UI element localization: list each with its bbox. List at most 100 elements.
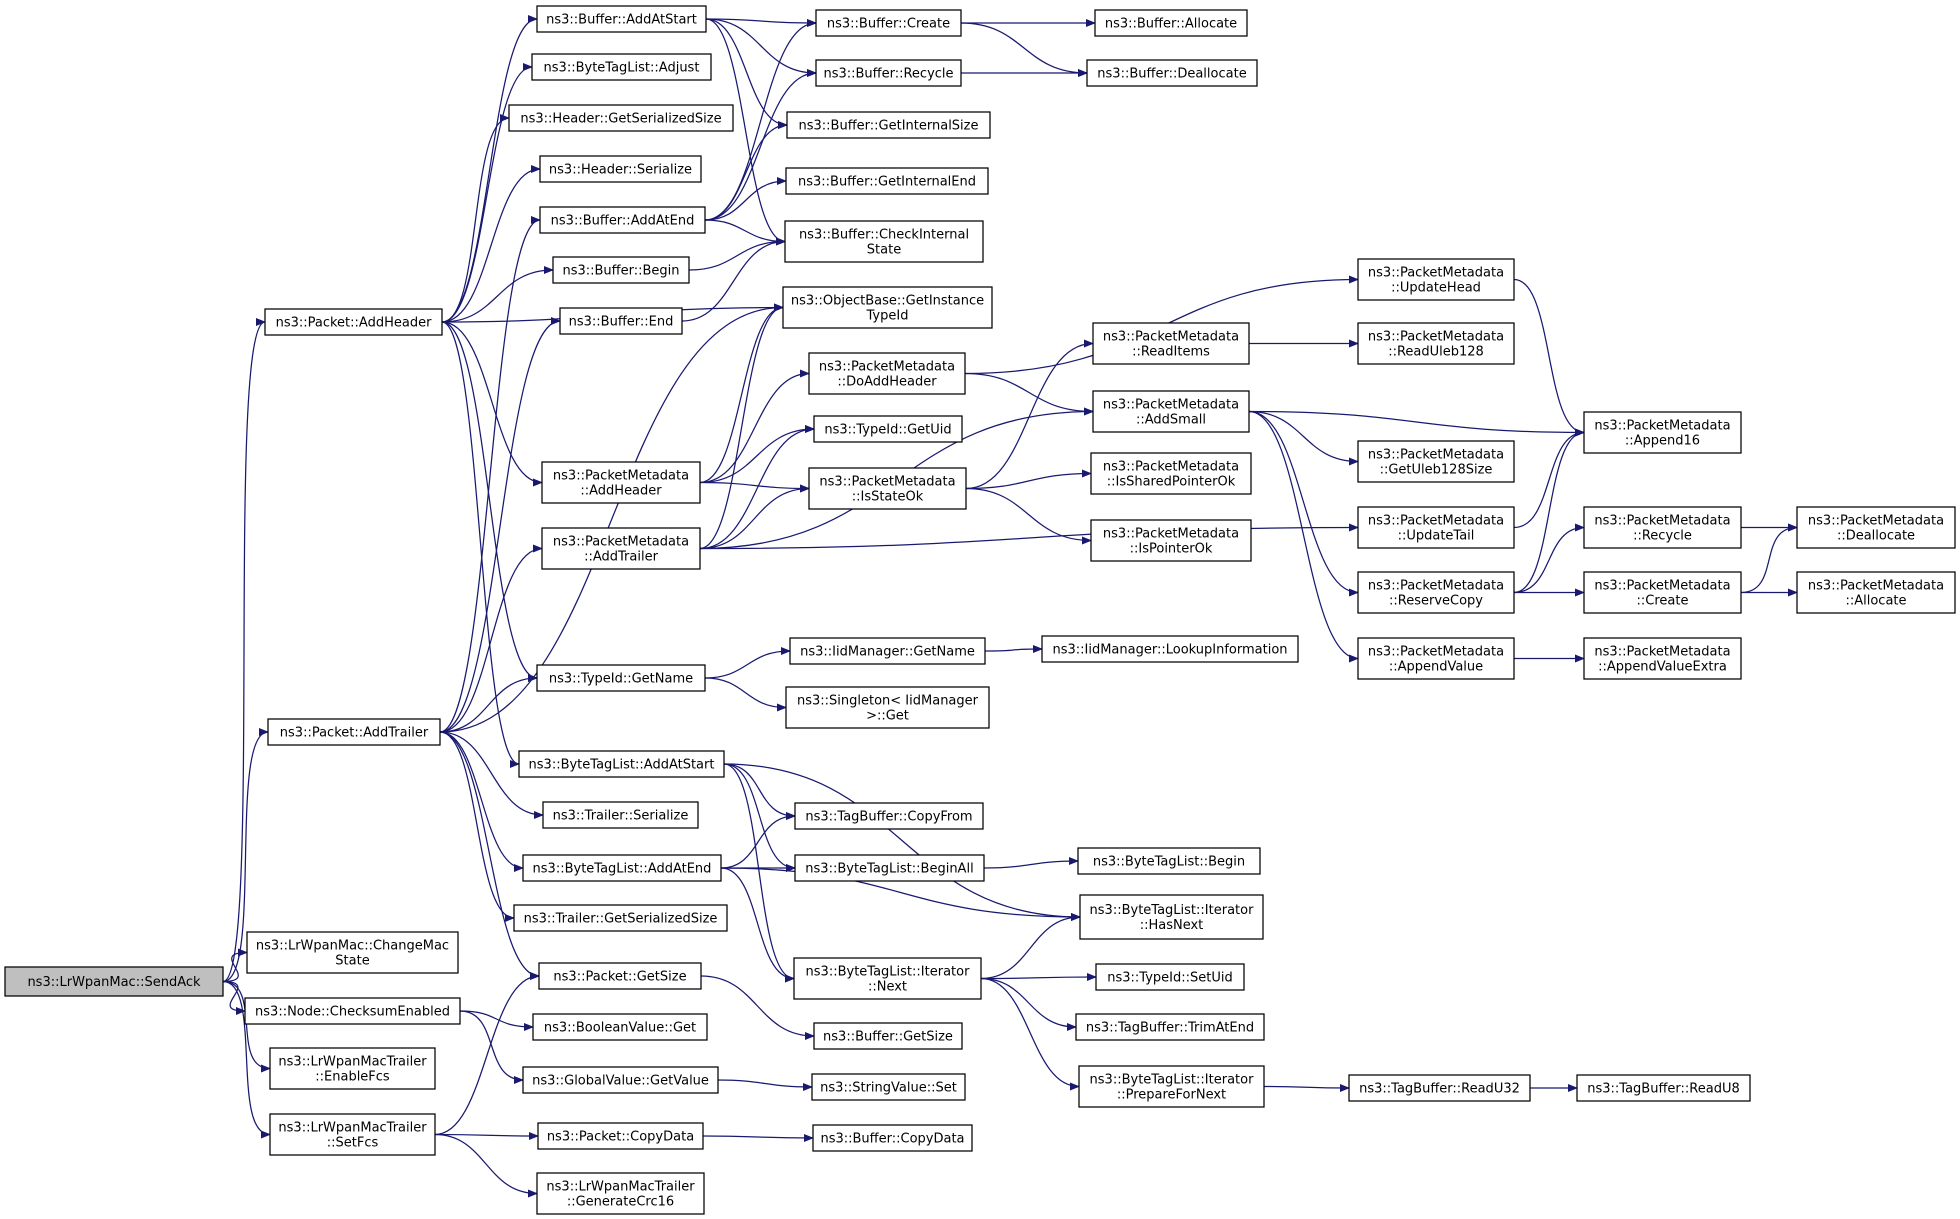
node-box	[538, 962, 702, 990]
node-label: ns3::PacketMetadata	[819, 475, 955, 490]
node-ns3-packetmetadata-addtrailer[interactable]: ns3::PacketMetadata::AddTrailer	[541, 527, 701, 570]
node-ns3-packet-getsize[interactable]: ns3::Packet::GetSize	[538, 962, 702, 990]
node-label: ns3::BooleanValue::Get	[544, 1021, 696, 1036]
node-ns3-tagbuffer-readu8[interactable]: ns3::TagBuffer::ReadU8	[1576, 1074, 1751, 1102]
node-ns3-lrwpanmactrailer-setfcs[interactable]: ns3::LrWpanMacTrailer::SetFcs	[269, 1113, 436, 1156]
edge-ns3-typeid-getname-to-ns3-singleton-iidmanager-get	[704, 677, 787, 712]
node-ns3-packetmetadata-readitems[interactable]: ns3::PacketMetadata::ReadItems	[1092, 322, 1250, 365]
edge-ns3-packetmetadata-doaddheader-to-ns3-packetmetadata-addsmall	[964, 372, 1094, 416]
node-ns3-typeid-getname[interactable]: ns3::TypeId::GetName	[536, 664, 706, 692]
node-ns3-tagbuffer-readu32[interactable]: ns3::TagBuffer::ReadU32	[1348, 1074, 1531, 1102]
node-label: ns3::Buffer::Begin	[562, 264, 679, 279]
node-ns3-packetmetadata-recycle[interactable]: ns3::PacketMetadata::Recycle	[1583, 506, 1742, 549]
node-ns3-buffer-deallocate[interactable]: ns3::Buffer::Deallocate	[1086, 59, 1258, 87]
node-ns3-packetmetadata-getuleb128size[interactable]: ns3::PacketMetadata::GetUleb128Size	[1357, 440, 1515, 483]
node-ns3-booleanvalue-get[interactable]: ns3::BooleanValue::Get	[532, 1013, 708, 1041]
node-ns3-packetmetadata-ispointerok[interactable]: ns3::PacketMetadata::IsPointerOk	[1090, 519, 1252, 562]
node-ns3-packetmetadata-addsmall[interactable]: ns3::PacketMetadata::AddSmall	[1092, 390, 1250, 433]
node-ns3-header-serialize[interactable]: ns3::Header::Serialize	[539, 155, 702, 183]
node-ns3-typeid-getuid[interactable]: ns3::TypeId::GetUid	[813, 415, 963, 443]
node-ns3-packetmetadata-allocate[interactable]: ns3::PacketMetadata::Allocate	[1796, 571, 1956, 614]
node-ns3-globalvalue-getvalue[interactable]: ns3::GlobalValue::GetValue	[522, 1066, 719, 1094]
node-label: ns3::ByteTagList::Iterator	[1090, 903, 1255, 918]
node-ns3-packetmetadata-reservecopy[interactable]: ns3::PacketMetadata::ReserveCopy	[1357, 571, 1515, 614]
edge-ns3-typeid-getname-to-ns3-iidmanager-getname	[704, 647, 791, 679]
node-box	[812, 1124, 973, 1152]
node-ns3-buffer-allocate[interactable]: ns3::Buffer::Allocate	[1094, 9, 1248, 37]
node-box	[4, 966, 224, 997]
edge-ns3-lrwpanmac-sendack-to-ns3-lrwpanmactrailer-enablefcs	[222, 980, 271, 1073]
node-ns3-bytetaglist-addatend[interactable]: ns3::ByteTagList::AddAtEnd	[522, 854, 722, 882]
node-ns3-typeid-setuid[interactable]: ns3::TypeId::SetUid	[1095, 963, 1245, 991]
node-ns3-packetmetadata-readuleb128[interactable]: ns3::PacketMetadata::ReadUleb128	[1357, 322, 1515, 365]
node-ns3-iidmanager-lookupinformation[interactable]: ns3::IidManager::LookupInformation	[1041, 635, 1299, 663]
node-box	[532, 1013, 708, 1041]
node-ns3-buffer-recycle[interactable]: ns3::Buffer::Recycle	[815, 59, 962, 87]
node-ns3-buffer-getinternalsize[interactable]: ns3::Buffer::GetInternalSize	[786, 111, 991, 139]
node-ns3-buffer-begin[interactable]: ns3::Buffer::Begin	[552, 256, 690, 284]
node-ns3-buffer-end[interactable]: ns3::Buffer::End	[559, 307, 683, 335]
node-ns3-bytetaglist-beginall[interactable]: ns3::ByteTagList::BeginAll	[794, 854, 985, 882]
node-ns3-stringvalue-set[interactable]: ns3::StringValue::Set	[811, 1073, 966, 1101]
node-ns3-bytetaglist-iterator-hasnext[interactable]: ns3::ByteTagList::Iterator::HasNext	[1079, 894, 1264, 940]
node-ns3-packetmetadata-addheader[interactable]: ns3::PacketMetadata::AddHeader	[541, 461, 701, 504]
node-ns3-buffer-addatend[interactable]: ns3::Buffer::AddAtEnd	[539, 206, 706, 234]
node-box	[536, 1172, 705, 1215]
node-box	[784, 220, 984, 263]
node-ns3-bytetaglist-iterator-next[interactable]: ns3::ByteTagList::Iterator::Next	[793, 957, 982, 1000]
node-ns3-packetmetadata-appendvalue[interactable]: ns3::PacketMetadata::AppendValue	[1357, 637, 1515, 680]
node-ns3-tagbuffer-trimatend[interactable]: ns3::TagBuffer::TrimAtEnd	[1075, 1013, 1265, 1041]
node-ns3-packetmetadata-append16[interactable]: ns3::PacketMetadata::Append16	[1583, 411, 1742, 454]
node-ns3-packetmetadata-updatehead[interactable]: ns3::PacketMetadata::UpdateHead	[1357, 258, 1515, 301]
node-ns3-packetmetadata-create[interactable]: ns3::PacketMetadata::Create	[1583, 571, 1742, 614]
node-ns3-packetmetadata-doaddheader[interactable]: ns3::PacketMetadata::DoAddHeader	[808, 352, 966, 395]
edge-ns3-buffer-addatstart-to-ns3-buffer-create	[705, 18, 817, 27]
node-ns3-buffer-create[interactable]: ns3::Buffer::Create	[815, 9, 962, 37]
node-box	[785, 686, 990, 729]
node-ns3-iidmanager-getname[interactable]: ns3::IidManager::GetName	[789, 637, 986, 665]
node-ns3-node-checksumenabled[interactable]: ns3::Node::ChecksumEnabled	[244, 997, 461, 1025]
node-ns3-packet-addheader[interactable]: ns3::Packet::AddHeader	[264, 308, 443, 336]
node-ns3-bytetaglist-addatstart[interactable]: ns3::ByteTagList::AddAtStart	[518, 750, 725, 778]
node-ns3-trailer-getserializedsize[interactable]: ns3::Trailer::GetSerializedSize	[513, 904, 728, 932]
node-label: ns3::ByteTagList::AddAtStart	[529, 758, 715, 773]
node-ns3-packet-copydata[interactable]: ns3::Packet::CopyData	[537, 1122, 704, 1150]
edge-ns3-packetmetadata-isstateok-to-ns3-packetmetadata-ispointerok	[965, 487, 1092, 545]
node-ns3-bytetaglist-begin[interactable]: ns3::ByteTagList::Begin	[1077, 847, 1261, 875]
node-label: ::SetFcs	[327, 1136, 379, 1151]
node-ns3-bytetaglist-adjust[interactable]: ns3::ByteTagList::Adjust	[531, 53, 712, 81]
node-ns3-bytetaglist-iterator-preparefornext[interactable]: ns3::ByteTagList::Iterator::PrepareForNe…	[1078, 1065, 1265, 1108]
node-label: ns3::Packet::CopyData	[547, 1130, 694, 1145]
edge-ns3-packetmetadata-addsmall-to-ns3-packetmetadata-appendvalue	[1248, 410, 1359, 663]
node-ns3-singleton-iidmanager-get[interactable]: ns3::Singleton< IidManager>::Get	[785, 686, 990, 729]
node-ns3-lrwpanmactrailer-generatecrc16[interactable]: ns3::LrWpanMacTrailer::GenerateCrc16	[536, 1172, 705, 1215]
node-ns3-buffer-addatstart[interactable]: ns3::Buffer::AddAtStart	[536, 5, 707, 33]
node-ns3-buffer-copydata[interactable]: ns3::Buffer::CopyData	[812, 1124, 973, 1152]
edge-ns3-packet-addtrailer-to-ns3-packet-getsize	[439, 731, 540, 980]
node-label: ns3::TagBuffer::TrimAtEnd	[1086, 1021, 1254, 1036]
node-ns3-packetmetadata-appendvalueextra[interactable]: ns3::PacketMetadata::AppendValueExtra	[1583, 637, 1742, 680]
node-ns3-buffer-getinternalend[interactable]: ns3::Buffer::GetInternalEnd	[785, 167, 989, 195]
edge-ns3-packetmetadata-updatehead-to-ns3-packetmetadata-append16	[1513, 278, 1585, 437]
node-ns3-header-getserializedsize[interactable]: ns3::Header::GetSerializedSize	[508, 104, 734, 132]
node-ns3-packetmetadata-isstateok[interactable]: ns3::PacketMetadata::IsStateOk	[808, 467, 967, 510]
node-box	[246, 931, 459, 974]
node-ns3-packetmetadata-issharedpointerok[interactable]: ns3::PacketMetadata::IsSharedPointerOk	[1090, 452, 1252, 495]
edge-ns3-packet-addheader-to-ns3-typeid-getname	[441, 321, 538, 682]
node-ns3-lrwpanmac-sendack[interactable]: ns3::LrWpanMac::SendAck	[4, 966, 224, 997]
edge-ns3-bytetaglist-addatstart-to-ns3-bytetaglist-beginall	[723, 763, 796, 872]
node-box	[1357, 506, 1515, 549]
node-ns3-lrwpanmactrailer-enablefcs[interactable]: ns3::LrWpanMacTrailer::EnableFcs	[269, 1047, 436, 1090]
node-label: ns3::PacketMetadata	[1103, 330, 1239, 345]
node-ns3-buffer-getsize[interactable]: ns3::Buffer::GetSize	[813, 1022, 963, 1050]
node-ns3-packet-addtrailer[interactable]: ns3::Packet::AddTrailer	[267, 718, 441, 746]
node-ns3-packetmetadata-updatetail[interactable]: ns3::PacketMetadata::UpdateTail	[1357, 506, 1515, 549]
edge-ns3-packetmetadata-reservecopy-to-ns3-packetmetadata-append16	[1513, 428, 1585, 594]
node-ns3-packetmetadata-deallocate[interactable]: ns3::PacketMetadata::Deallocate	[1796, 506, 1956, 549]
node-box	[1348, 1074, 1531, 1102]
node-ns3-trailer-serialize[interactable]: ns3::Trailer::Serialize	[542, 801, 699, 829]
node-ns3-tagbuffer-copyfrom[interactable]: ns3::TagBuffer::CopyFrom	[794, 802, 984, 830]
